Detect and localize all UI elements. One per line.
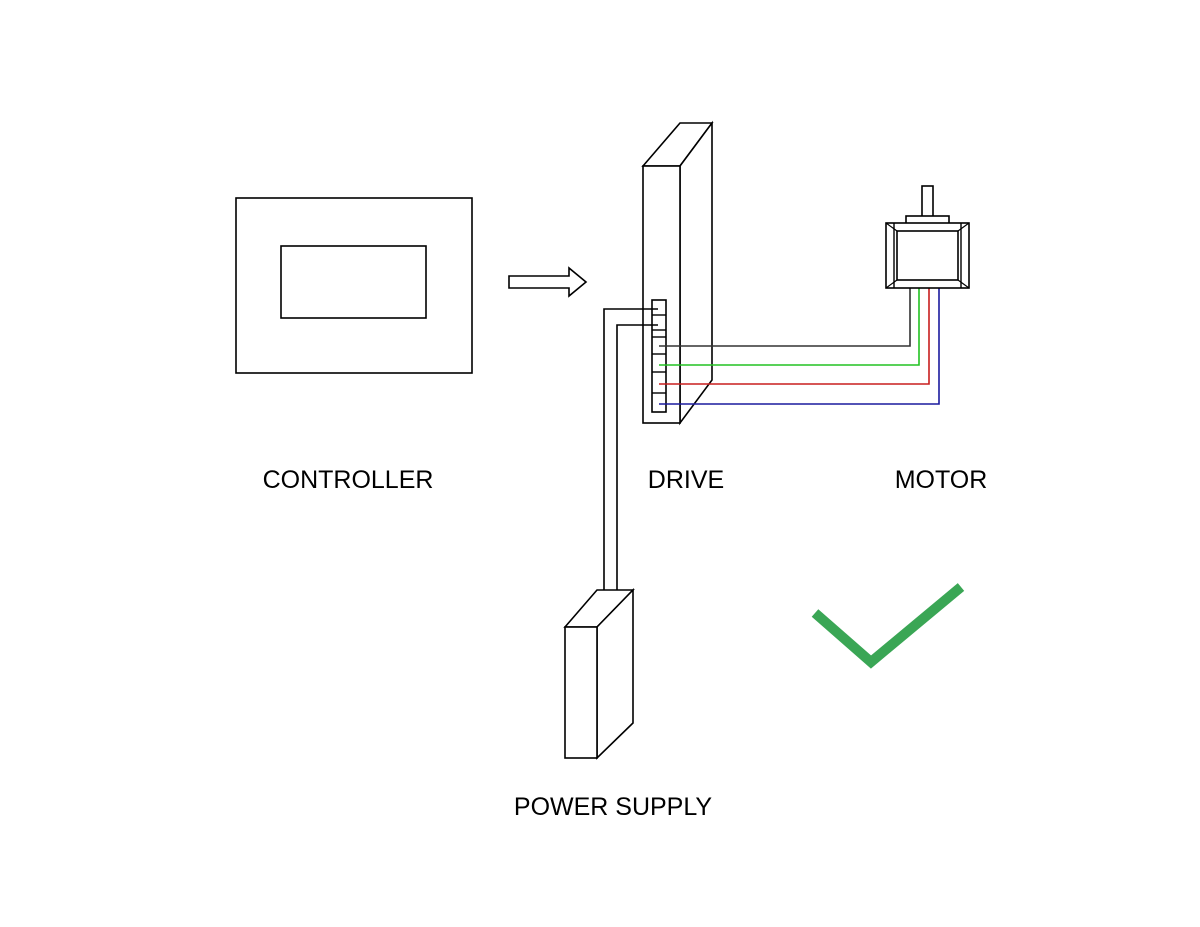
motor-wire-red	[659, 288, 930, 385]
power-supply-label: POWER SUPPLY	[514, 793, 713, 821]
motor-corner	[957, 279, 970, 289]
checkmark-icon	[811, 583, 965, 669]
controller-label: CONTROLLER	[263, 466, 434, 494]
motor-label: MOTOR	[895, 466, 988, 494]
power-supply-front-face	[564, 626, 598, 759]
power-wires	[603, 308, 658, 595]
motor-wire-blue	[659, 288, 940, 405]
power-wire-outer	[603, 308, 658, 595]
motor-corner	[885, 279, 898, 289]
motor-shaft	[921, 185, 934, 219]
power-wire-inner	[616, 324, 658, 591]
motor-wires	[659, 288, 940, 405]
right-arrow-icon	[508, 266, 588, 298]
motor-wire-black	[659, 288, 911, 347]
motor-corner	[957, 222, 970, 232]
drive	[641, 120, 714, 426]
motor-corner	[885, 222, 898, 232]
motor	[885, 185, 970, 289]
motor-face	[896, 230, 959, 281]
controller-screen	[280, 245, 427, 319]
drive-label: DRIVE	[648, 466, 724, 494]
motor-wire-green	[659, 288, 920, 366]
drive-side-face	[679, 120, 713, 426]
drive-terminal-block	[651, 299, 667, 413]
power-supply	[563, 588, 635, 760]
controller	[235, 197, 473, 374]
terminal-block-outline	[651, 299, 667, 413]
